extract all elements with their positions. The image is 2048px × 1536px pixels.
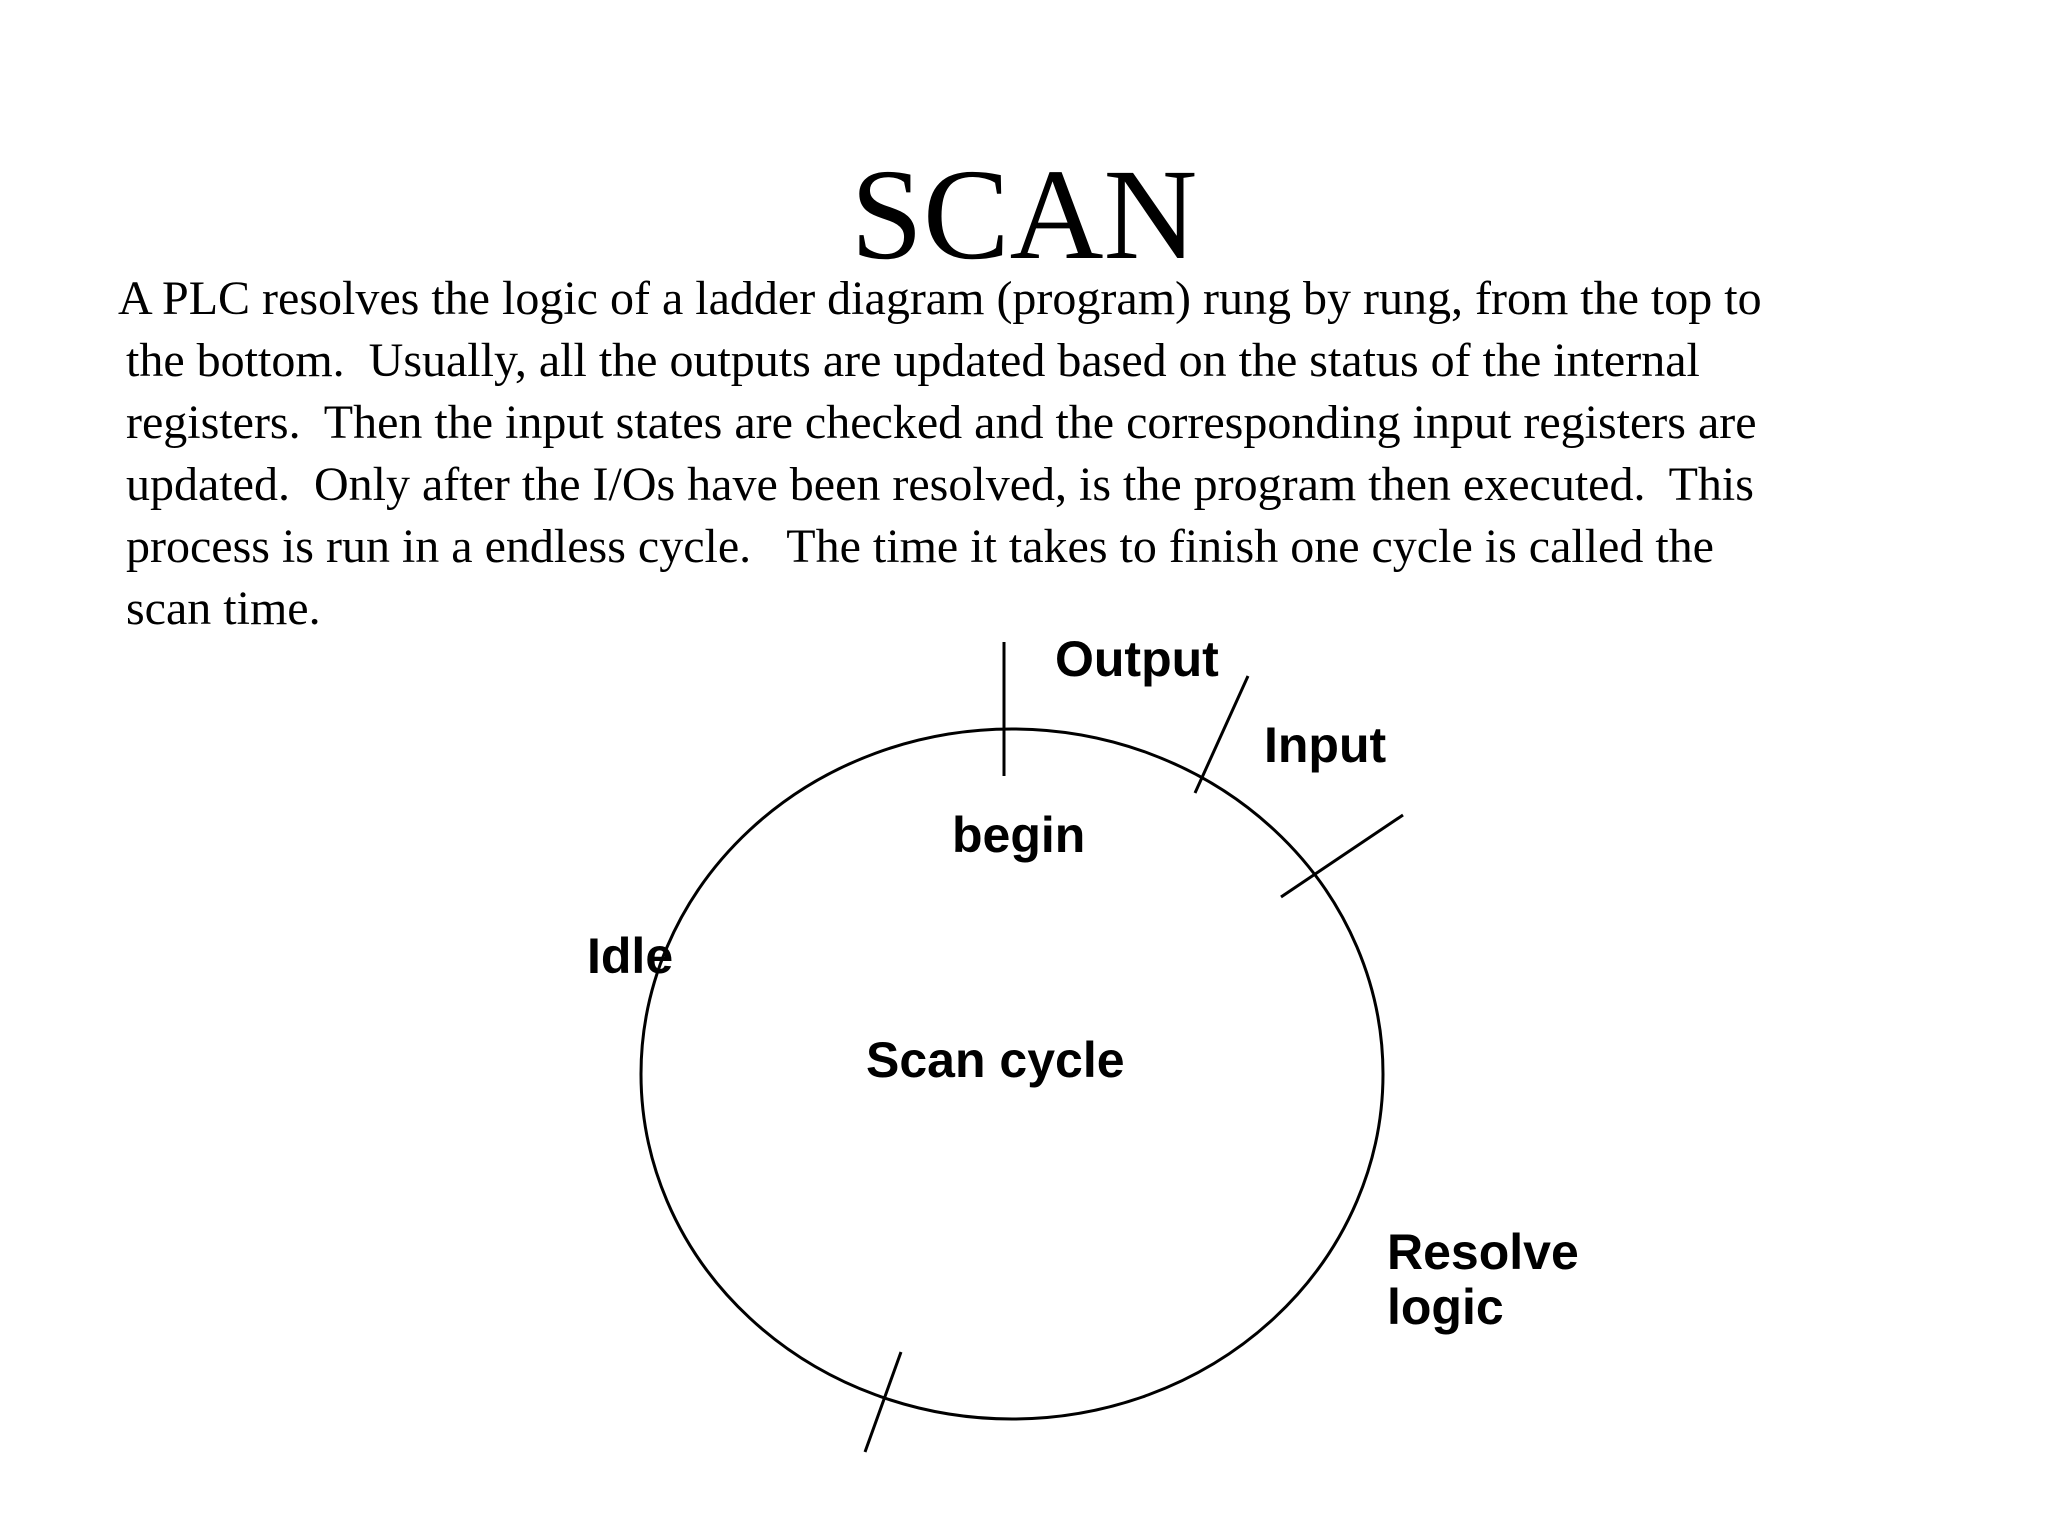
scan-cycle-ellipse: [639, 727, 1385, 1421]
scan-cycle-label: Scan cycle: [866, 1032, 1125, 1088]
resolve-logic-label-line1: Resolve: [1387, 1224, 1579, 1280]
paragraph-line: process is run in a endless cycle. The t…: [126, 520, 1714, 573]
description-paragraph: A PLC resolves the logic of a ladder dia…: [118, 268, 1986, 640]
paragraph-line: updated. Only after the I/Os have been r…: [126, 458, 1754, 511]
idle-label: Idle: [587, 928, 673, 984]
paragraph-line: the bottom. Usually, all the outputs are…: [126, 334, 1700, 387]
resolve-idle-divider: [863, 1351, 903, 1453]
input-label: Input: [1264, 717, 1387, 773]
output-label: Output: [1055, 631, 1219, 687]
begin-label: begin: [952, 807, 1085, 863]
slide-title: SCAN: [850, 143, 1198, 287]
paragraph-line: registers. Then the input states are che…: [126, 396, 1757, 449]
paragraph-line: scan time.: [126, 582, 321, 635]
input-resolve-divider: [1280, 813, 1404, 899]
output-input-divider: [1193, 675, 1250, 794]
resolve-logic-label-line2: logic: [1387, 1279, 1504, 1335]
paragraph-line: A PLC resolves the logic of a ladder dia…: [118, 272, 1762, 325]
